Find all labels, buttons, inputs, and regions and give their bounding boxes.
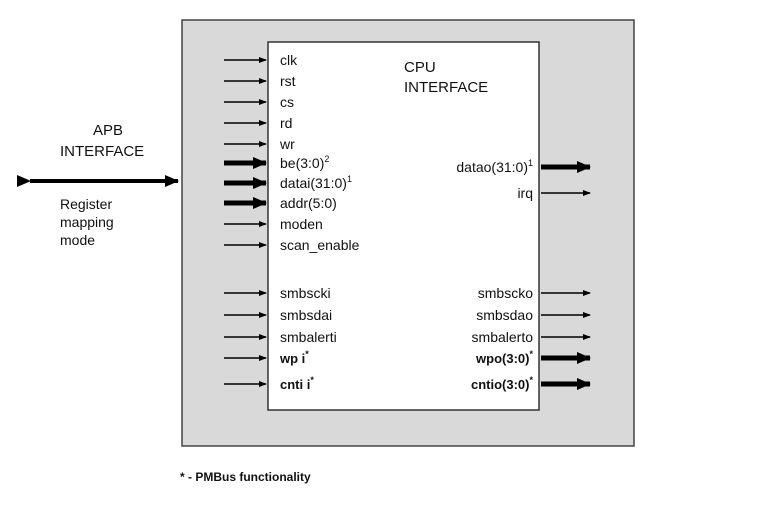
- apb-label-line2: INTERFACE: [60, 143, 144, 160]
- signal-datai-31-0: datai(31:0)1: [280, 174, 352, 191]
- signal-sup: 2: [324, 154, 329, 164]
- signal-datao-31-0: datao(31:0)1: [456, 158, 533, 175]
- signal-irq: irq: [517, 185, 533, 201]
- signal-addr-5-0: addr(5:0): [280, 195, 337, 211]
- signal-rd: rd: [280, 115, 292, 131]
- left-signals: clk rst cs rd wr be(3:0)2 datai(31:0)1 addr(5:0…: [224, 52, 360, 392]
- signal-cnti-i: cnti i*: [280, 375, 314, 392]
- signal-rst: rst: [280, 73, 296, 89]
- signal-smbscki: smbscki: [280, 285, 331, 301]
- signal-sup: *: [529, 349, 533, 359]
- block-title-line1: CPU: [404, 59, 436, 76]
- signal-cs: cs: [280, 94, 294, 110]
- signal-smbalerto: smbalerto: [472, 329, 534, 345]
- right-signals: datao(31:0)1 irq smbscko smbsdao smbalerto wp…: [456, 158, 591, 392]
- signal-scan-enable: scan_enable: [280, 237, 360, 253]
- register-label-line2: mapping: [60, 214, 114, 230]
- signal-sup: 1: [528, 158, 533, 168]
- signal-wpo-3-0: wpo(3:0)*: [475, 349, 533, 366]
- signal-smbsdao: smbsdao: [476, 307, 533, 323]
- apb-label-line1: APB: [93, 122, 123, 139]
- signal-smbsdai: smbsdai: [280, 307, 332, 323]
- register-label-line3: mode: [60, 232, 95, 248]
- register-label-line1: Register: [60, 196, 112, 212]
- signal-sup: *: [529, 375, 533, 385]
- signal-wp-i: wp i*: [279, 349, 309, 366]
- signal-wr: wr: [279, 136, 295, 152]
- block-title-line2: INTERFACE: [404, 79, 488, 96]
- signal-be-3-0: be(3:0)2: [280, 154, 329, 171]
- cpu-interface-block: [267, 41, 540, 411]
- signal-smbscko: smbscko: [478, 285, 533, 301]
- signal-sup: *: [305, 349, 309, 359]
- signal-cntio-3-0: cntio(3:0)*: [471, 375, 534, 392]
- footnote: * - PMBus functionality: [180, 470, 311, 484]
- signal-sup: *: [310, 375, 314, 385]
- signal-moden: moden: [280, 216, 323, 232]
- signal-smbalerti: smbalerti: [280, 329, 337, 345]
- signal-clk: clk: [280, 52, 298, 68]
- signal-sup: 1: [347, 174, 352, 184]
